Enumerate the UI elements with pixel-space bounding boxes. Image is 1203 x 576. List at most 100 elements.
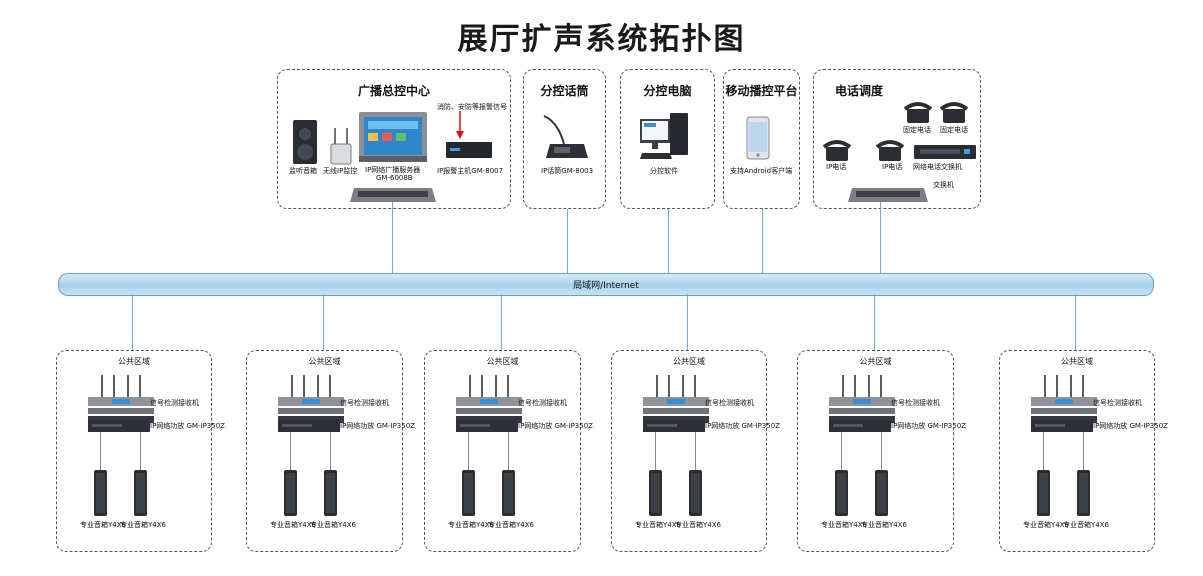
zone-title: 公共区域 xyxy=(859,357,892,366)
zone-box: 公共区域 xyxy=(56,350,212,552)
receiver-label: 信号检测接收机 xyxy=(1093,399,1142,407)
alarm-arrow-icon xyxy=(456,111,464,139)
control-software-label: 分控软件 xyxy=(650,167,678,175)
signal-receiver-icon xyxy=(1031,375,1097,423)
wireless-monitor-label: 无线IP监控 xyxy=(323,167,358,175)
speaker-label: 专业音箱Y4X6 xyxy=(635,521,681,529)
mic-box: 分控话筒 xyxy=(523,69,606,209)
network-bus-label: 局域网/Internet xyxy=(573,281,639,291)
control-pc-icon xyxy=(640,113,688,159)
ip-amplifier-icon xyxy=(643,420,705,432)
zone-title: 公共区域 xyxy=(308,357,341,366)
zone-downlink xyxy=(687,294,688,350)
alarm-host-label: IP报警主机GM-8007 xyxy=(437,167,504,175)
speaker-label: 专业音箱Y4X6 xyxy=(821,521,867,529)
zone-downlink xyxy=(500,294,502,350)
receiver-label: 信号检测接收机 xyxy=(150,399,199,407)
mic-uplink xyxy=(567,209,568,273)
speaker-label: 专业音箱Y4X6 xyxy=(488,521,534,529)
speaker-cable xyxy=(468,432,469,470)
speaker-label: 专业音箱Y4X6 xyxy=(310,521,356,529)
ip-phone-label-1: IP电话 xyxy=(826,163,847,171)
speaker-label: 专业音箱Y4X6 xyxy=(1023,521,1069,529)
signal-receiver-icon xyxy=(829,375,895,423)
zone-title: 公共区域 xyxy=(673,357,705,366)
speaker-cable xyxy=(1043,432,1044,470)
speaker-cable xyxy=(508,432,509,470)
ip-microphone-label: IP话筒GM-8003 xyxy=(541,167,594,175)
speaker-cable xyxy=(100,432,101,470)
network-bus: 局域网/Internet xyxy=(58,273,1154,296)
speaker-label: 专业音箱Y4X6 xyxy=(675,521,721,529)
receiver-label: 信号检测接收机 xyxy=(340,399,389,407)
network-exchange-label: 网络电话交换机 xyxy=(913,163,962,171)
broadcast-center-box: 广播总控中心 xyxy=(277,69,511,209)
receiver-label: 信号检测接收机 xyxy=(705,399,754,407)
pro-speaker-icon xyxy=(1037,470,1050,516)
server-model-label: GM-6008B xyxy=(376,174,413,182)
pro-speaker-icon xyxy=(1077,470,1090,516)
ip-amplifier-icon xyxy=(278,420,340,432)
phone-switch-icon xyxy=(848,188,928,202)
pro-speaker-icon xyxy=(94,470,107,516)
amplifier-label: IP网络功放 GM-IP350Z xyxy=(705,422,780,430)
zone-title: 公共区域 xyxy=(118,357,150,366)
alarm-host-icon xyxy=(446,142,492,158)
mobile-phone-icon xyxy=(746,116,770,160)
phone-dispatch-title: 电话调度 xyxy=(834,84,883,98)
speaker-label: 专业音箱Y4X6 xyxy=(861,521,907,529)
speaker-cable xyxy=(290,432,291,470)
ip-phone-icon xyxy=(875,140,905,161)
center-switch-icon xyxy=(350,188,436,202)
zone-downlink xyxy=(1075,294,1076,350)
zone-box: 公共区域 xyxy=(424,350,581,552)
fixed-phone-label-1: 固定电话 xyxy=(903,126,931,134)
speaker-cable xyxy=(695,432,696,470)
mobile-box-title: 移动播控平台 xyxy=(725,84,798,98)
zone-downlink xyxy=(873,294,875,350)
broadcast-server-icon xyxy=(359,112,427,162)
broadcast-center-title: 广播总控中心 xyxy=(357,84,430,98)
amplifier-label: IP网络功放 GM-IP350Z xyxy=(340,422,415,430)
speaker-cable xyxy=(1083,432,1084,470)
pro-speaker-icon xyxy=(324,470,337,516)
zone-title: 公共区域 xyxy=(1061,357,1093,366)
zone-box: 公共区域 xyxy=(999,350,1155,552)
amplifier-label: IP网络功放 GM-IP350Z xyxy=(1093,422,1168,430)
pc-box: 分控电脑 xyxy=(620,69,715,209)
mobile-uplink xyxy=(762,209,763,273)
receiver-label: 信号检测接收机 xyxy=(518,399,567,407)
speaker-label: 专业音箱Y4X6 xyxy=(270,521,316,529)
ip-amplifier-icon xyxy=(456,420,518,432)
pro-speaker-icon xyxy=(502,470,515,516)
speaker-cable xyxy=(655,432,656,470)
diagram-title: 展厅扩声系统拓扑图 xyxy=(457,22,746,57)
mic-box-title: 分控话筒 xyxy=(540,84,589,98)
signal-receiver-icon xyxy=(456,375,522,423)
network-exchange-icon xyxy=(914,145,976,159)
fixed-phone-icon xyxy=(903,102,933,123)
ip-phone-label-2: IP电话 xyxy=(882,163,903,171)
pc-uplink xyxy=(668,209,669,273)
receiver-label: 信号检测接收机 xyxy=(891,399,940,407)
pro-speaker-icon xyxy=(134,470,147,516)
zone-downlink xyxy=(132,294,133,350)
zone-box: 公共区域 xyxy=(611,350,767,552)
amplifier-label: IP网络功放 GM-IP350Z xyxy=(518,422,593,430)
speaker-label: 专业音箱Y4X6 xyxy=(448,521,494,529)
signal-receiver-icon xyxy=(278,375,344,423)
zone-box: 公共区域 xyxy=(246,350,403,552)
pro-speaker-icon xyxy=(835,470,848,516)
speaker-label: 专业音箱Y4X6 xyxy=(1063,521,1109,529)
speaker-cable xyxy=(330,432,331,470)
speaker-label: 专业音箱Y4X6 xyxy=(120,521,166,529)
ip-amplifier-icon xyxy=(829,420,891,432)
speaker-cable xyxy=(140,432,141,470)
amplifier-label: IP网络功放 GM-IP350Z xyxy=(891,422,966,430)
pro-speaker-icon xyxy=(462,470,475,516)
fire-signal-label: 消防、安防等报警信号 xyxy=(437,103,507,111)
speaker-cable xyxy=(841,432,842,470)
amplifier-label: IP网络功放 GM-IP350Z xyxy=(150,422,225,430)
zone-box: 公共区域 xyxy=(797,350,954,552)
zone-downlink xyxy=(322,294,324,350)
